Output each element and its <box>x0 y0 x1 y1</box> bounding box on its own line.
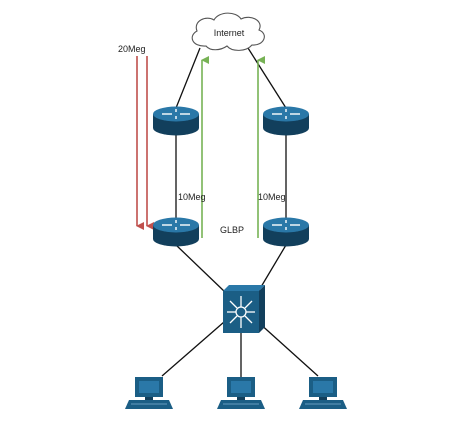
link-cloud-router-left-top <box>175 47 201 109</box>
links <box>161 47 319 378</box>
router-icon <box>263 106 309 136</box>
workstation-icon <box>217 377 265 409</box>
router-icon <box>153 217 199 247</box>
router-icon <box>153 106 199 136</box>
link-switch-pc-right <box>257 321 319 377</box>
link-right-router-switch <box>257 244 287 293</box>
router-icon <box>263 217 309 247</box>
link-switch-pc-left <box>161 321 225 377</box>
link-cloud-router-right-top <box>247 47 287 109</box>
internet-label: Internet <box>214 28 245 38</box>
glbp-label: GLBP <box>220 225 244 235</box>
multilayer-switch-icon <box>223 285 265 333</box>
workstation-icon <box>299 377 347 409</box>
workstation-icon <box>125 377 173 409</box>
bandwidth-20meg-label: 20Meg <box>118 44 146 54</box>
bandwidth-10meg-left-label: 10Meg <box>178 192 206 202</box>
traffic-arrows-down <box>136 56 154 230</box>
bandwidth-10meg-right-label: 10Meg <box>258 192 286 202</box>
link-left-router-switch <box>175 244 226 293</box>
traffic-arrows-up <box>201 56 265 238</box>
cloud-icon: Internet <box>191 12 265 51</box>
